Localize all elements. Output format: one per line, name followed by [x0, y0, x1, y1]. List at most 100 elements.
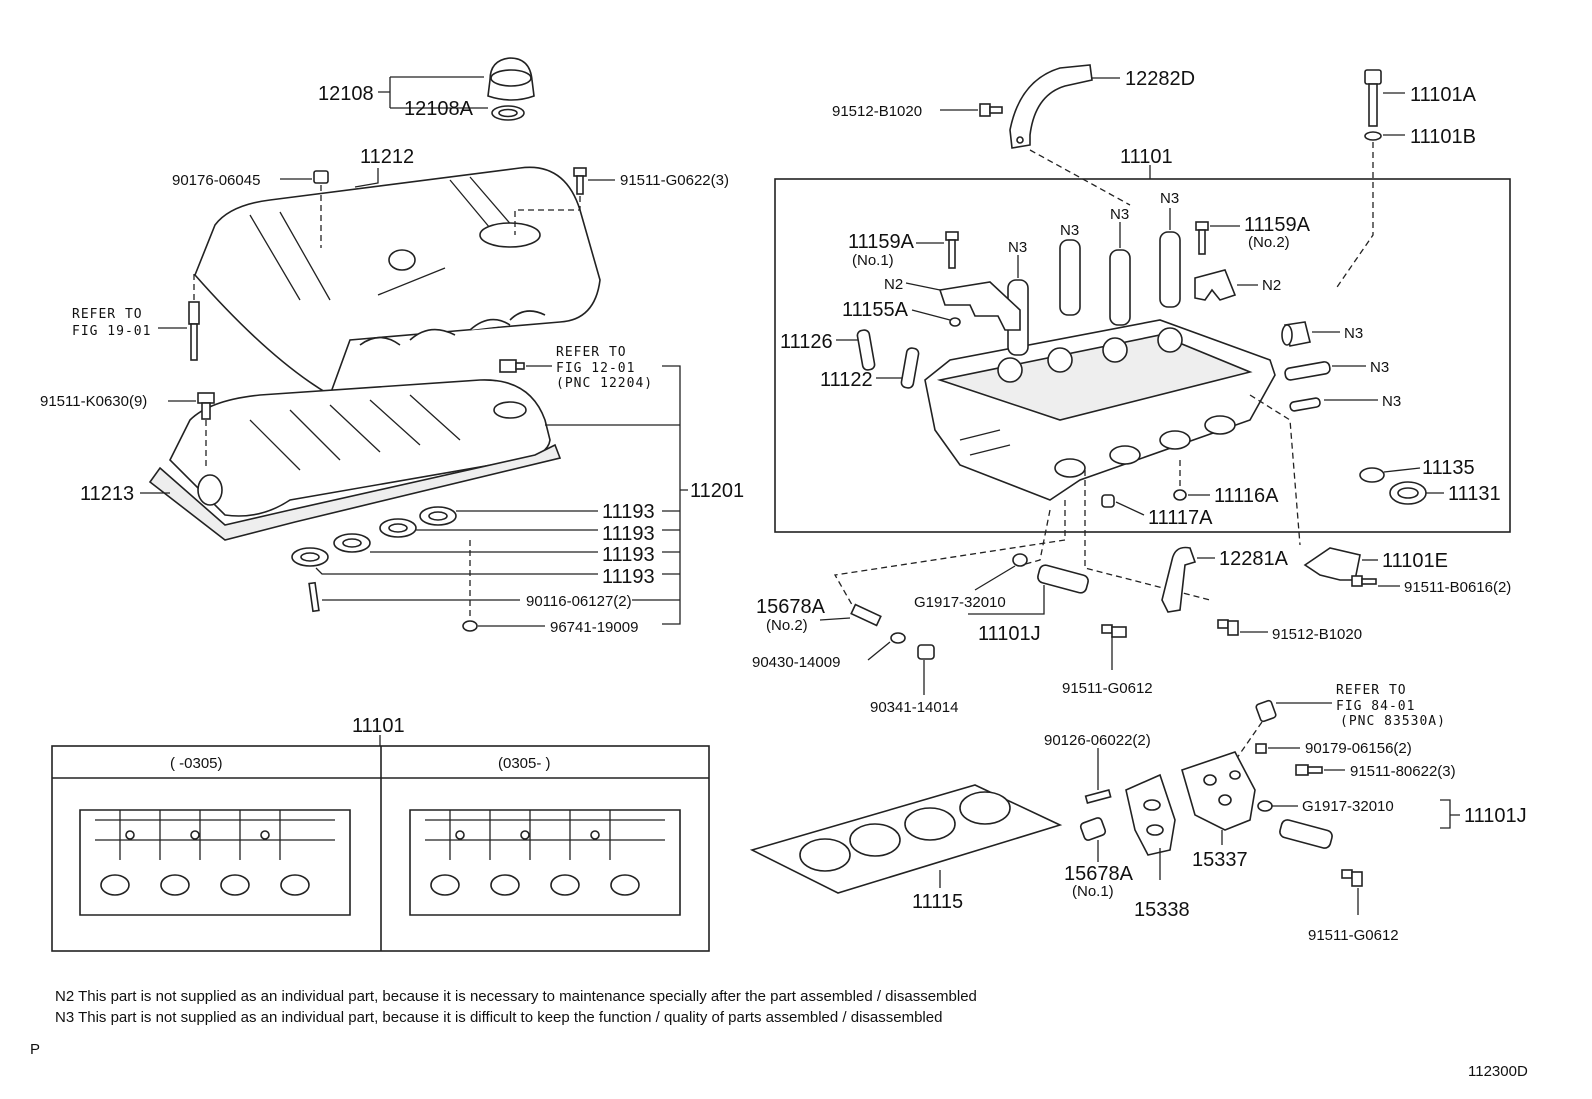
bolt-91511-G0612-b — [1341, 869, 1363, 887]
nut-90176 — [313, 170, 329, 184]
washer-90430 — [890, 632, 906, 644]
label-12281A: 12281A — [1219, 548, 1289, 570]
label-11101A: 11101A — [1410, 84, 1477, 106]
refer-fig12-line1: REFER TO — [556, 345, 627, 360]
label-90430-14009: 90430-14009 — [752, 654, 840, 671]
label-G1917-b: G1917-32010 — [1302, 798, 1394, 815]
head-variant-pre-0305 — [79, 809, 351, 916]
gasket-G1917-b — [1257, 800, 1273, 812]
oil-valve-15678A-no1 — [1079, 817, 1107, 841]
cylinder-head-frame — [774, 178, 1511, 533]
label-91511-G0612-a: 91511-G0612 — [1062, 680, 1153, 697]
plug-90341 — [917, 644, 935, 660]
label-15678A-no2: 15678A — [756, 596, 826, 618]
gasket-96741 — [462, 620, 478, 632]
refer-fig84-line1: REFER TO — [1336, 683, 1407, 698]
label-11135: 11135 — [1422, 457, 1475, 479]
oil-filler-cap — [487, 57, 535, 121]
nut-90179 — [1255, 743, 1267, 754]
label-91512-B1020-b: 91512-B1020 — [1272, 626, 1362, 643]
table-col1-header: ( -0305) — [170, 755, 223, 772]
label-11193-2: 11193 — [602, 523, 655, 545]
oil-control-valve-11101J-b — [1279, 819, 1333, 849]
tube-11122 — [900, 347, 920, 389]
label-90116-06127: 90116-06127(2) — [526, 593, 632, 610]
label-96741-19009: 96741-19009 — [550, 619, 638, 636]
label-11155A: 11155A — [842, 299, 909, 321]
label-11159A-no1-sub: (No.1) — [852, 252, 894, 269]
oil-control-valve-11101J-a — [1037, 564, 1089, 594]
label-G1917-a: G1917-32010 — [914, 594, 1006, 611]
label-11159A-no2-sub: (No.2) — [1248, 234, 1290, 251]
label-15678A-no1: 15678A — [1064, 863, 1134, 885]
n2-bearing-cap-2 — [1194, 269, 1237, 301]
bolt-91511-B0616 — [1351, 575, 1377, 587]
note-n2: N2 This part is not supplied as an indiv… — [55, 988, 977, 1005]
label-n3-1: N3 — [1008, 239, 1027, 256]
head-gasket-11115 — [749, 784, 1063, 894]
stud-90116 — [308, 581, 320, 613]
variant-table — [51, 745, 710, 952]
figure-code: 112300D — [1468, 1063, 1528, 1080]
label-91511-80622: 91511-80622(3) — [1350, 763, 1456, 780]
bracket-12281A — [1161, 546, 1197, 613]
page-mark: P — [30, 1041, 40, 1058]
bracket-12282D — [1009, 64, 1093, 149]
cylinder-head-cover-11201 — [148, 379, 562, 541]
note-n3: N3 This part is not supplied as an indiv… — [55, 1009, 942, 1026]
label-n3-2: N3 — [1060, 222, 1079, 239]
tube-11126 — [856, 329, 876, 371]
label-91511-G0612-b: 91511-G0612 — [1308, 927, 1399, 944]
n3-bush — [1281, 321, 1311, 347]
label-11116A: 11116A — [1214, 485, 1279, 507]
n3-tubes — [1007, 231, 1181, 356]
label-11201: 11201 — [690, 480, 744, 502]
cylinder-head-11101 — [924, 319, 1276, 501]
seal-11135 — [1359, 467, 1385, 483]
label-11101J-b: 11101J — [1464, 805, 1527, 827]
label-90341-14014: 90341-14014 — [870, 699, 958, 716]
label-12282D: 12282D — [1125, 68, 1195, 90]
label-11193-1: 11193 — [602, 501, 655, 523]
stud-bolt-fig19 — [188, 301, 200, 361]
label-11115: 11115 — [912, 891, 963, 913]
label-11101B: 11101B — [1410, 126, 1476, 148]
n3-pin-short — [1289, 397, 1321, 412]
label-91511-G0622: 91511-G0622(3) — [620, 172, 729, 189]
refer-fig19-line2: FIG 19-01 — [72, 324, 151, 339]
seal-11131 — [1389, 481, 1427, 505]
gasket-15338 — [1125, 773, 1176, 856]
label-n3-5: N3 — [1344, 325, 1363, 342]
label-15337: 15337 — [1192, 849, 1248, 871]
refer-fig19-line1: REFER TO — [72, 307, 143, 322]
label-15338: 15338 — [1134, 899, 1190, 921]
label-11122: 11122 — [820, 369, 873, 391]
bolt-11101A — [1364, 69, 1382, 141]
oil-valve-15678A-no2 — [850, 603, 882, 627]
bolt-91511-G0622 — [573, 167, 587, 195]
refer-fig12-line3: (PNC 12204) — [556, 376, 653, 391]
bolt-91512-B1020-top — [979, 103, 1003, 117]
label-11131: 11131 — [1448, 483, 1501, 505]
label-12108: 12108 — [318, 83, 374, 105]
label-11101-table: 11101 — [352, 715, 405, 737]
label-n2-2: N2 — [1262, 277, 1281, 294]
label-11101J-a: 11101J — [978, 623, 1041, 645]
label-n2-1: N2 — [884, 276, 903, 293]
label-11193-3: 11193 — [602, 544, 655, 566]
label-n3-7: N3 — [1382, 393, 1401, 410]
stud-90126 — [1084, 789, 1112, 804]
n2-bearing-cap-1 — [938, 281, 1021, 331]
bolt-11159A-no1 — [945, 231, 959, 269]
label-90179-06156: 90179-06156(2) — [1305, 740, 1412, 757]
refer-fig12-line2: FIG 12-01 — [556, 361, 635, 376]
label-11159A-no2: 11159A — [1244, 214, 1311, 236]
sensor-fig12 — [499, 359, 525, 373]
label-11117A: 11117A — [1148, 507, 1213, 529]
engine-cover-11212 — [194, 166, 601, 397]
label-11101E: 11101E — [1382, 550, 1448, 572]
plug-11117A — [1101, 494, 1115, 508]
label-11212: 11212 — [360, 146, 414, 168]
gasket-G1917-a — [1012, 553, 1028, 567]
